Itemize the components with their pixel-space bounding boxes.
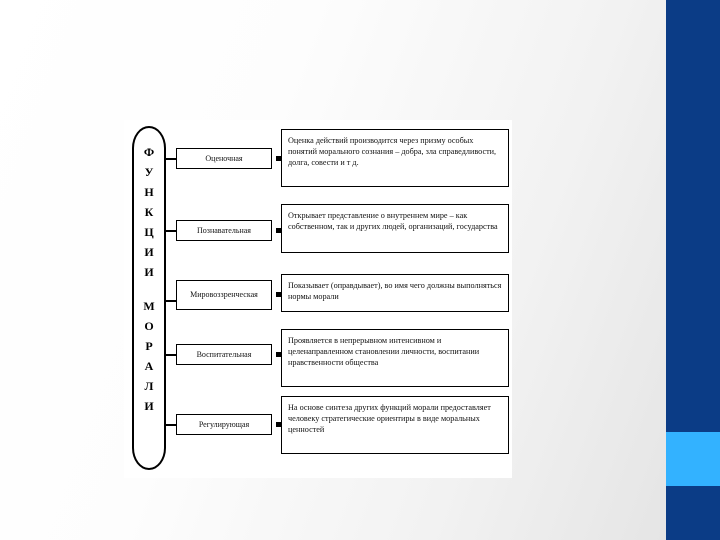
- functions-of-morality-diagram: Ф У Н К Ц И И М О Р А Л И Оценочная Оцен…: [124, 120, 512, 478]
- title-letter: Н: [144, 185, 154, 199]
- description-box-4: Проявляется в непрерывном интенсивном и …: [281, 329, 509, 387]
- function-box-1[interactable]: Оценочная: [176, 148, 272, 169]
- vertical-title-brace: [132, 126, 166, 470]
- description-box-2: Открывает представление о внутреннем мир…: [281, 204, 509, 253]
- function-box-4[interactable]: Воспитательная: [176, 344, 272, 365]
- connector-square-5: [276, 422, 285, 427]
- title-letter: И: [144, 265, 154, 279]
- connector-square-1: [276, 156, 285, 161]
- description-box-1: Оценка действий производится через призм…: [281, 129, 509, 187]
- title-letter: У: [144, 165, 154, 179]
- connector-square-3: [276, 292, 285, 297]
- accent-square-light-blue: [666, 432, 720, 486]
- title-letter: Ф: [143, 145, 155, 159]
- title-letter: Р: [145, 339, 153, 353]
- title-letter: И: [144, 245, 154, 259]
- description-box-3: Показывает (оправдывает), во имя чего до…: [281, 274, 509, 312]
- function-box-5[interactable]: Регулирующая: [176, 414, 272, 435]
- connector-line-5: [166, 424, 176, 426]
- title-letter: К: [144, 205, 154, 219]
- function-box-2[interactable]: Познавательная: [176, 220, 272, 241]
- title-letter: О: [144, 319, 154, 333]
- function-box-3[interactable]: Мировоззренческая: [176, 280, 272, 310]
- title-letter: М: [143, 299, 155, 313]
- content-panel: Ф У Н К Ц И И М О Р А Л И Оценочная Оцен…: [124, 120, 512, 478]
- connector-line-4: [166, 354, 176, 356]
- connector-line-1: [166, 158, 176, 160]
- connector-line-3: [166, 300, 176, 302]
- connector-line-2: [166, 230, 176, 232]
- connector-square-2: [276, 228, 285, 233]
- connector-square-4: [276, 352, 285, 357]
- description-box-5: На основе синтеза других функций морали …: [281, 396, 509, 454]
- vertical-title-letters: Ф У Н К Ц И И М О Р А Л И: [132, 126, 166, 470]
- title-letter: Л: [144, 379, 154, 393]
- title-letter: А: [144, 359, 154, 373]
- title-letter: Ц: [144, 225, 154, 239]
- title-letter: И: [144, 399, 154, 413]
